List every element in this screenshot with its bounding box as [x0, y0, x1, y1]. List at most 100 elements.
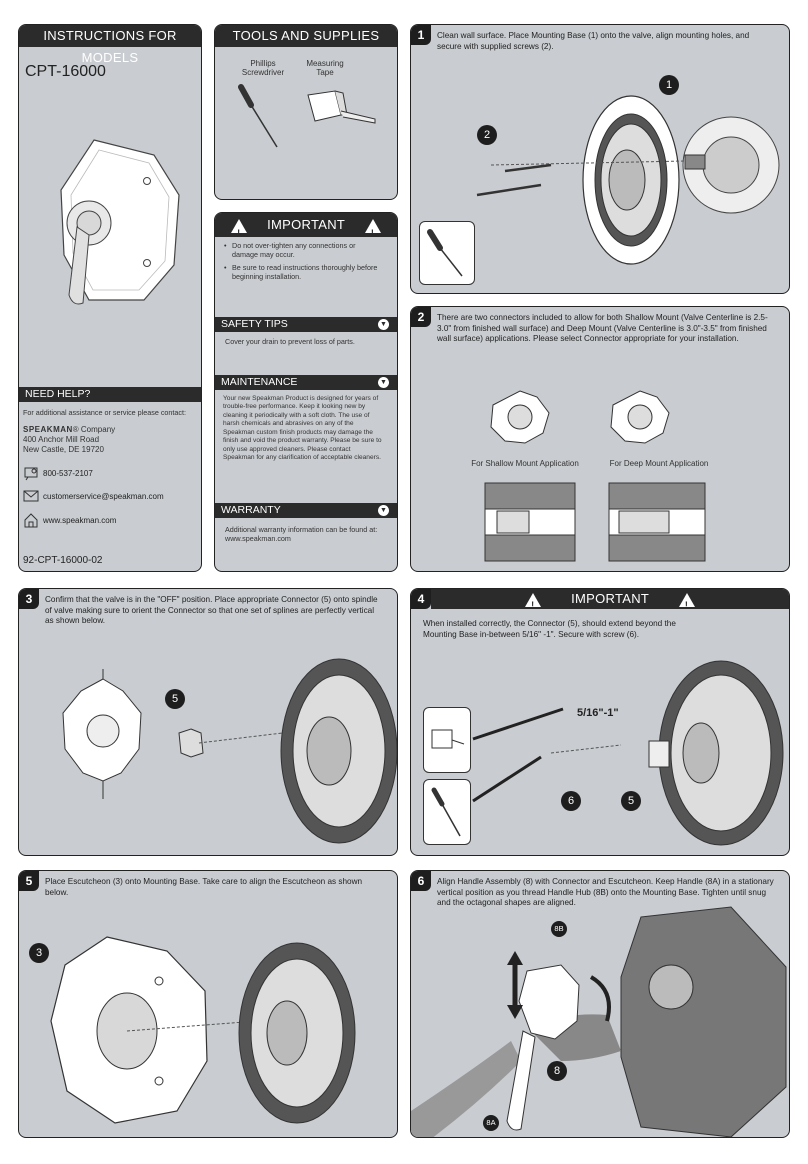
step-4-important-header: IMPORTANT — [431, 589, 789, 615]
tools-panel: TOOLS AND SUPPLIES Phillips Screwdriver … — [214, 24, 398, 200]
warning-icon — [678, 592, 695, 615]
important-bullets: Do not over-tighten any connections or d… — [223, 241, 383, 284]
step-4-important-title: IMPORTANT — [571, 591, 649, 606]
step-3-panel: 3 Confirm that the valve is in the "OFF"… — [18, 588, 398, 856]
tool-tape-label: Measuring Tape — [306, 59, 344, 77]
tape-measure-icon — [307, 90, 376, 124]
callout-6: 6 — [561, 791, 581, 811]
safety-text: Cover your drain to prevent loss of part… — [225, 337, 355, 346]
callout-5: 5 — [165, 689, 185, 709]
brand-name: SPEAKMAN — [23, 425, 73, 434]
chevron-down-icon[interactable]: ▼ — [378, 319, 389, 330]
shallow-connector-icon — [490, 390, 550, 444]
model-number: CPT-16000 — [25, 63, 106, 80]
email-row[interactable]: customerservice@speakman.com — [23, 490, 164, 502]
brand-suffix: ® Company — [72, 425, 116, 434]
safety-title: SAFETY TIPS — [221, 318, 288, 330]
help-text: For additional assistance or service ple… — [23, 408, 186, 417]
callout-2: 2 — [477, 125, 497, 145]
mounting-base-illustration — [648, 660, 784, 846]
escutcheon-illustration — [50, 936, 208, 1124]
step-5-panel: 5 Place Escutcheon (3) onto Mounting Bas… — [18, 870, 398, 1138]
envelope-icon — [23, 490, 39, 502]
warranty-title: WARRANTY — [221, 504, 281, 516]
shallow-mount-label: For Shallow Mount Application — [471, 459, 579, 468]
chevron-down-icon[interactable]: ▼ — [378, 377, 389, 388]
address-line-2: New Castle, DE 19720 — [23, 445, 104, 454]
screwdriver-inset — [423, 779, 471, 845]
callout-8: 8 — [547, 1061, 567, 1081]
safety-tips-bar[interactable]: SAFETY TIPS ▼ — [215, 317, 397, 332]
callout-3: 3 — [29, 943, 49, 963]
tape-inset — [423, 707, 471, 773]
chevron-down-icon[interactable]: ▼ — [378, 505, 389, 516]
callout-8b: 8B — [551, 921, 567, 937]
step-6-text: Align Handle Assembly (8) with Connector… — [437, 877, 774, 908]
step-6-panel: 6 Align Handle Assembly (8) with Connect… — [410, 870, 790, 1138]
website: www.speakman.com — [43, 515, 117, 525]
screwdriver-icon — [431, 787, 461, 837]
maintenance-title: MAINTENANCE — [221, 376, 298, 388]
step-5-text: Place Escutcheon (3) onto Mounting Base.… — [45, 877, 363, 897]
measurement-label: 5/16"-1" — [577, 707, 619, 719]
step-4-panel: 4 IMPORTANT When installed correctly, th… — [410, 588, 790, 856]
step-2-text: There are two connectors included to all… — [437, 313, 768, 344]
models-header: INSTRUCTIONS FOR MODELS — [19, 25, 201, 65]
tape-measure-icon — [431, 729, 465, 749]
step-number: 3 — [19, 589, 39, 609]
tools-header: TOOLS AND SUPPLIES — [215, 25, 397, 47]
shallow-section-diagram — [484, 482, 576, 562]
deep-mount-label: For Deep Mount Application — [609, 459, 709, 468]
web-row[interactable]: www.speakman.com — [23, 512, 116, 528]
step-number: 1 — [411, 25, 431, 45]
screwdriver-icon — [427, 229, 463, 277]
warning-icon — [525, 592, 542, 615]
step-3-text: Confirm that the valve is in the "OFF" p… — [45, 595, 378, 626]
step-number: 6 — [411, 871, 431, 891]
bullet-item: Do not over-tighten any connections or d… — [223, 241, 383, 260]
step-4-text: When installed correctly, the Connector … — [423, 619, 676, 639]
models-panel: INSTRUCTIONS FOR MODELS CPT-16000 NEED H… — [18, 24, 202, 572]
phone-icon — [24, 467, 38, 481]
screwdriver-inset — [419, 221, 475, 285]
warning-icon — [231, 218, 248, 245]
screwdriver-icon — [238, 84, 278, 148]
important-panel: IMPORTANT Do not over-tighten any connec… — [214, 212, 398, 572]
hand-and-handle-illustration — [411, 951, 621, 1137]
step-number: 5 — [19, 871, 39, 891]
mounting-base-illustration — [126, 942, 356, 1124]
phone-row[interactable]: 800-537-2107 — [23, 465, 93, 481]
step-2-panel: 2 There are two connectors included to a… — [410, 306, 790, 572]
house-icon — [24, 513, 38, 528]
callout-5: 5 — [621, 791, 641, 811]
warning-icon — [364, 218, 381, 245]
warranty-text: Additional warranty information can be f… — [225, 525, 378, 544]
need-help-title: NEED HELP? — [25, 388, 91, 400]
escutcheon-illustration — [60, 139, 180, 305]
measure-arrows — [472, 707, 622, 803]
maintenance-bar[interactable]: MAINTENANCE ▼ — [215, 375, 397, 390]
document-number: 92-CPT-16000-02 — [23, 555, 103, 566]
important-header: IMPORTANT — [215, 213, 397, 245]
address-line-1: 400 Anchor Mill Road — [23, 435, 100, 444]
important-title: IMPORTANT — [267, 217, 345, 232]
email-address: customerservice@speakman.com — [43, 491, 164, 501]
need-help-bar: NEED HELP? — [19, 387, 201, 402]
maintenance-text: Your new Speakman Product is designed fo… — [223, 395, 382, 462]
step-number: 2 — [411, 307, 431, 327]
step-1-text: Clean wall surface. Place Mounting Base … — [437, 31, 750, 51]
mounting-base-illustration — [490, 95, 780, 265]
warranty-bar[interactable]: WARRANTY ▼ — [215, 503, 397, 518]
deep-section-diagram — [608, 482, 706, 562]
phone-number: 800-537-2107 — [43, 468, 93, 478]
connector-icon — [178, 728, 204, 758]
step-number: 4 — [411, 589, 431, 609]
company-block: SPEAKMAN® Company 400 Anchor Mill Road N… — [23, 425, 115, 455]
mounting-base-illustration — [198, 658, 397, 844]
valve-spindle-icon — [62, 669, 142, 799]
step-1-panel: 1 Clean wall surface. Place Mounting Bas… — [410, 24, 790, 294]
deep-connector-icon — [610, 390, 670, 444]
callout-1: 1 — [659, 75, 679, 95]
screws-illustration — [476, 163, 552, 197]
bullet-item: Be sure to read instructions thoroughly … — [223, 263, 383, 282]
